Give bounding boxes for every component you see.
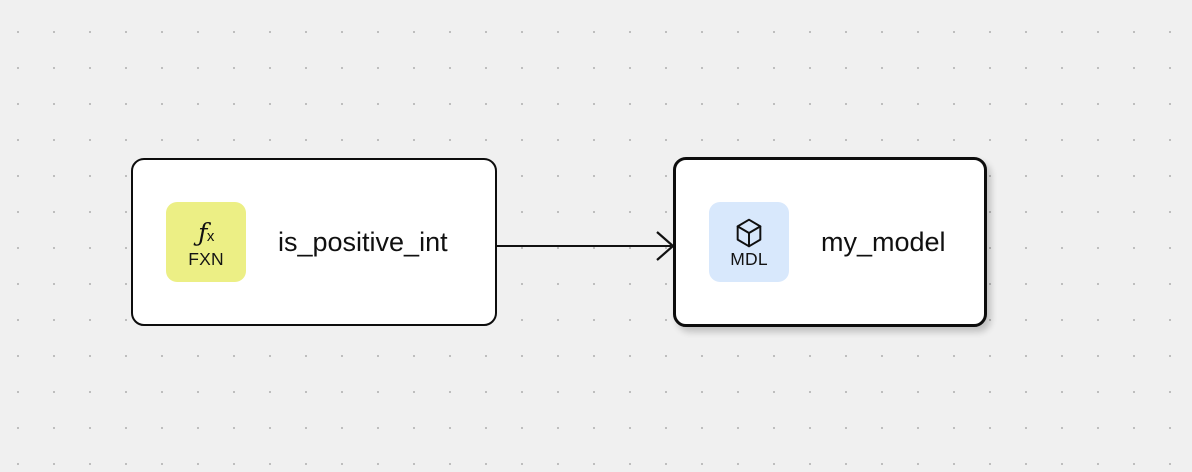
function-fx-icon: ƒx (198, 216, 214, 250)
node-title: my_model (821, 226, 946, 257)
edge-fxn-to-mdl[interactable] (497, 231, 675, 261)
cube-model-icon (734, 216, 764, 250)
fx-glyph-f: ƒ (198, 218, 207, 248)
node-title: is_positive_int (278, 226, 448, 257)
edge-arrowhead-icon (656, 231, 675, 261)
graph-node-my-model[interactable]: MDL my_model (673, 157, 987, 327)
node-type-label: MDL (730, 248, 768, 269)
node-type-label: FXN (188, 248, 224, 269)
node-type-badge-mdl: MDL (709, 202, 789, 282)
node-type-badge-fxn: ƒx FXN (166, 202, 246, 282)
fx-glyph-x: x (206, 228, 215, 246)
graph-node-is-positive-int[interactable]: ƒx FXN is_positive_int (131, 158, 497, 326)
